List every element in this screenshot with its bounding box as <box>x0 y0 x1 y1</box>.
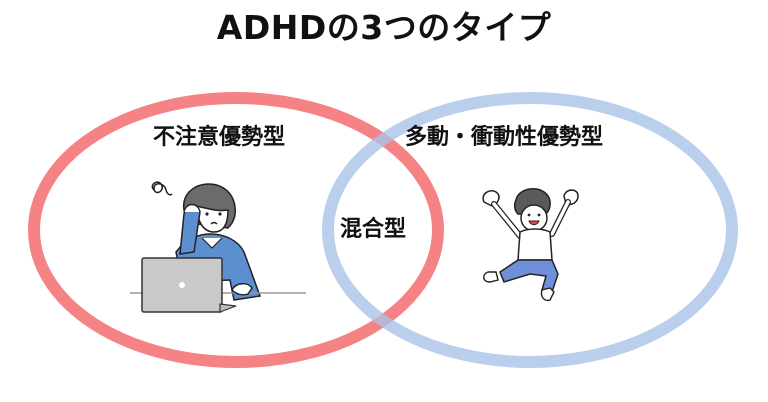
hyperactive-circle <box>322 92 738 368</box>
confusion-scribble-icon <box>151 181 173 196</box>
jumping-boy-illustration <box>482 188 579 302</box>
hyperactive-label: 多動・衝動性優勢型 <box>405 125 604 150</box>
tired-woman-illustration <box>130 181 306 313</box>
page-title: ADHDの3つのタイプ <box>216 8 552 47</box>
inattentive-label: 不注意優勢型 <box>153 125 286 150</box>
combined-label: 混合型 <box>340 217 407 242</box>
inattentive-circle <box>28 92 444 368</box>
